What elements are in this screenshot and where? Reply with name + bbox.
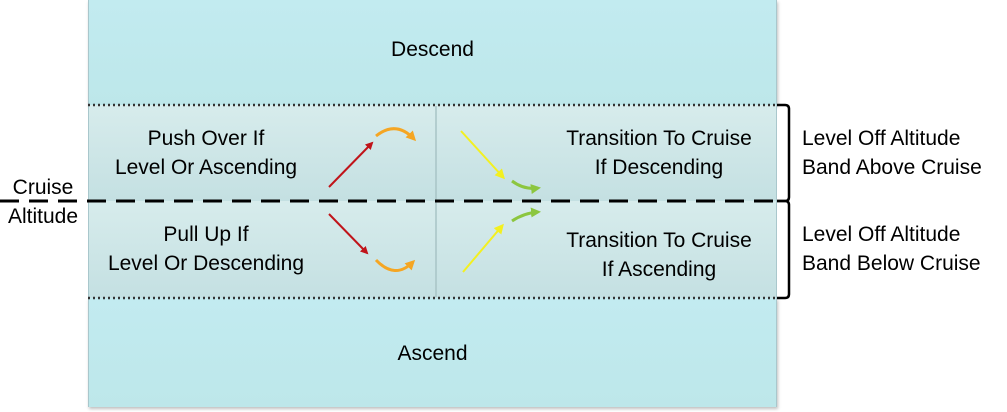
cruise-altitude-label: Cruise Altitude	[0, 173, 86, 231]
green-level-arrow-upper	[511, 179, 541, 194]
band-above-label-line2: Band Above Cruise	[802, 156, 982, 179]
brace-above-cruise	[777, 103, 791, 203]
cruise-label-line1: Cruise	[12, 176, 74, 199]
transition-ascending-text: Transition To Cruise If Ascending	[540, 226, 778, 284]
cruise-label-line2: Altitude	[7, 205, 79, 228]
transition-ascending-line1: Transition To Cruise	[566, 229, 752, 252]
green-level-arrow-lower	[511, 207, 541, 223]
yellow-ascending-arrow	[462, 223, 504, 273]
band-below-label: Level Off Altitude Band Below Cruise	[802, 220, 981, 278]
band-above-cruise	[88, 105, 777, 201]
push-over-line1: Push Over If	[147, 127, 265, 150]
pull-up-line1: Pull Up If	[163, 223, 249, 246]
orange-pullup-arrow	[374, 258, 416, 272]
band-below-cruise	[88, 201, 777, 298]
band-above-label-line1: Level Off Altitude	[802, 127, 961, 150]
yellow-descending-arrow	[460, 130, 506, 180]
red-climb-arrow	[328, 141, 374, 188]
push-over-text: Push Over If Level Or Ascending	[88, 124, 324, 182]
band-above-label: Level Off Altitude Band Above Cruise	[802, 124, 982, 182]
push-over-line2: Level Or Ascending	[114, 156, 298, 179]
descend-region	[88, 0, 777, 105]
ascend-label: Ascend	[397, 342, 468, 365]
red-descent-arrow	[328, 213, 369, 255]
transition-ascending-line2: If Ascending	[601, 258, 717, 281]
transition-descending-line1: Transition To Cruise	[566, 127, 752, 150]
orange-pushover-arrow	[375, 127, 417, 142]
brace-below-cruise	[777, 199, 791, 300]
transition-descending-line2: If Descending	[594, 156, 724, 179]
descend-label: Descend	[391, 38, 474, 61]
band-below-label-line1: Level Off Altitude	[802, 223, 961, 246]
ascend-region	[88, 298, 777, 407]
pull-up-text: Pull Up If Level Or Descending	[88, 220, 324, 278]
band-below-label-line2: Band Below Cruise	[802, 252, 981, 275]
transition-descending-text: Transition To Cruise If Descending	[540, 124, 778, 182]
pull-up-line2: Level Or Descending	[107, 252, 305, 275]
